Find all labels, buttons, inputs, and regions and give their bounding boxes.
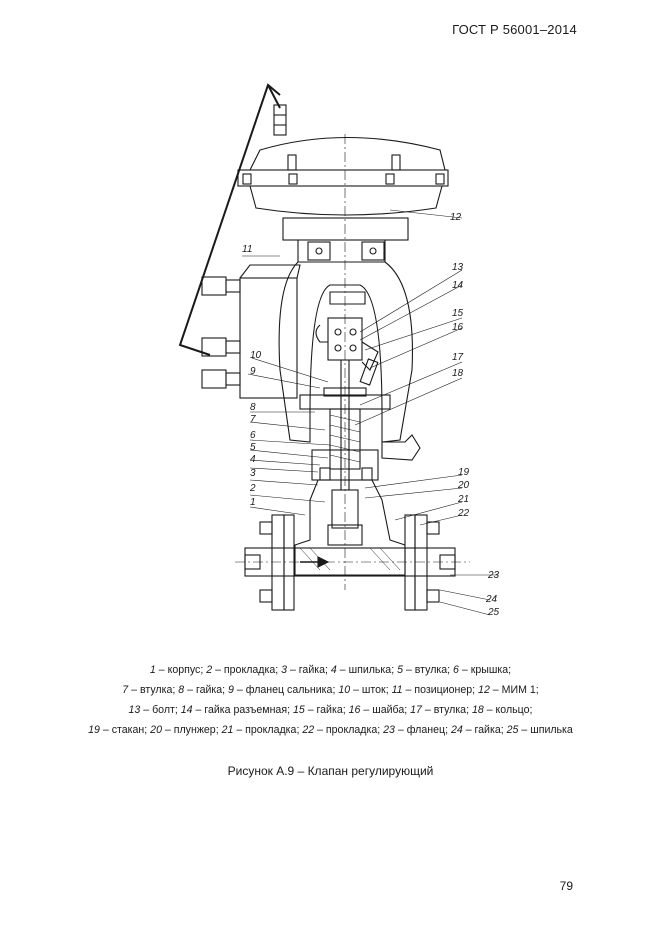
- legend-part-name: стакан: [111, 724, 145, 736]
- callout-9: 9: [250, 366, 256, 377]
- callout-14: 14: [452, 280, 464, 291]
- callout-15: 15: [452, 308, 464, 319]
- legend-part-name: втулка: [139, 684, 173, 696]
- legend-part-name: втулка: [433, 704, 467, 716]
- valve-technical-drawing: 11 12 13 14 15 16 17 18 10 9 8 7 6 5 4 3…: [178, 83, 500, 618]
- legend-part-number: 18: [471, 704, 484, 716]
- callout-13: 13: [452, 262, 464, 273]
- callout-20: 20: [457, 480, 470, 491]
- callout-4: 4: [250, 454, 256, 465]
- legend-part-number: 9: [228, 684, 234, 696]
- callout-5: 5: [250, 442, 256, 453]
- legend-part-number: 16: [348, 704, 361, 716]
- legend-part-number: 8: [178, 684, 185, 696]
- legend-part-number: 7: [122, 684, 129, 696]
- legend-part-number: 6: [453, 664, 459, 676]
- callout-3: 3: [250, 468, 256, 479]
- legend-part-number: 21: [221, 724, 234, 736]
- legend-part-name: прокладка: [223, 664, 276, 676]
- legend-part-name: гайка: [316, 704, 343, 716]
- legend-part-name: фланец: [406, 724, 446, 736]
- legend-part-name: болт: [152, 704, 175, 716]
- legend-part-name: шайба: [372, 704, 405, 716]
- legend-part-number: 11: [391, 684, 403, 696]
- callout-23: 23: [487, 570, 500, 581]
- legend-part-name: крышка: [470, 664, 509, 676]
- legend-part-number: 5: [397, 664, 403, 676]
- legend-line: 13 – болт; 14 – гайка разъемная; 15 – га…: [128, 704, 533, 716]
- callout-10: 10: [250, 350, 262, 361]
- legend-part-number: 15: [292, 704, 305, 716]
- body-hatching: [299, 547, 401, 571]
- callout-22: 22: [457, 508, 470, 519]
- legend-part-name: кольцо: [495, 704, 530, 716]
- flange-studs: [244, 521, 456, 603]
- document-header: ГОСТ Р 56001–2014: [452, 22, 577, 37]
- legend-part-name: втулка: [414, 664, 448, 676]
- legend-part-name: гайка разъемная: [204, 704, 288, 716]
- parts-legend: 1 – корпус; 2 – прокладка; 3 – гайка; 4 …: [40, 660, 621, 740]
- callout-8: 8: [250, 402, 256, 413]
- figure-caption: Рисунок А.9 – Клапан регулирующий: [227, 764, 434, 778]
- page-number: 79: [559, 879, 573, 893]
- callout-2: 2: [249, 483, 256, 494]
- legend-part-name: шпилька: [348, 664, 392, 676]
- actuator-bolts: [242, 173, 445, 185]
- callout-21: 21: [457, 494, 469, 505]
- legend-part-name: позиционер: [414, 684, 473, 696]
- callout-1: 1: [250, 497, 256, 508]
- legend-part-name: корпус: [167, 664, 201, 676]
- callout-17: 17: [452, 352, 464, 363]
- callout-16: 16: [452, 322, 464, 333]
- legend-part-number: 17: [410, 704, 422, 716]
- callout-6: 6: [250, 430, 256, 441]
- legend-part-name: шток: [361, 684, 386, 696]
- legend-part-number: 13: [128, 704, 141, 716]
- callout-19: 19: [458, 467, 470, 478]
- legend-line: 1 – корпус; 2 – прокладка; 3 – гайка; 4 …: [149, 664, 512, 676]
- legend-part-number: 4: [330, 664, 337, 676]
- legend-part-name: прокладка: [245, 724, 297, 736]
- legend-part-name: фланец сальника: [245, 684, 333, 696]
- positioner-ports: [201, 276, 241, 389]
- legend-part-name: прокладка: [325, 724, 378, 736]
- legend-part-name: плунжер: [173, 724, 216, 736]
- legend-part-name: гайка: [298, 664, 325, 676]
- legend-part-number: 19: [88, 724, 100, 736]
- callout-25: 25: [487, 607, 500, 618]
- legend-line: 19 – стакан; 20 – плунжер; 21 – прокладк…: [88, 724, 573, 736]
- legend-part-number: 25: [506, 724, 519, 736]
- callout-12: 12: [450, 212, 462, 223]
- callout-18: 18: [452, 368, 464, 379]
- legend-part-name: гайка: [195, 684, 223, 696]
- legend-part-number: 23: [383, 724, 395, 736]
- legend-part-number: 22: [302, 724, 315, 736]
- legend-part-name: МИМ 1: [501, 684, 536, 696]
- callout-7: 7: [250, 414, 256, 425]
- legend-part-number: 10: [338, 684, 351, 696]
- legend-part-number: 12: [478, 684, 490, 696]
- legend-part-number: 2: [206, 664, 213, 676]
- legend-part-number: 20: [150, 724, 162, 736]
- legend-part-number: 24: [450, 724, 463, 736]
- callout-24: 24: [485, 594, 498, 605]
- legend-line: 7 – втулка; 8 – гайка; 9 – фланец сальни…: [122, 684, 539, 696]
- legend-part-name: гайка: [474, 724, 501, 736]
- legend-part-name: шпилька: [530, 724, 573, 736]
- legend-part-number: 3: [281, 664, 288, 676]
- legend-part-number: 14: [180, 704, 193, 716]
- legend-part-number: 1: [149, 664, 156, 676]
- callout-11: 11: [242, 244, 252, 255]
